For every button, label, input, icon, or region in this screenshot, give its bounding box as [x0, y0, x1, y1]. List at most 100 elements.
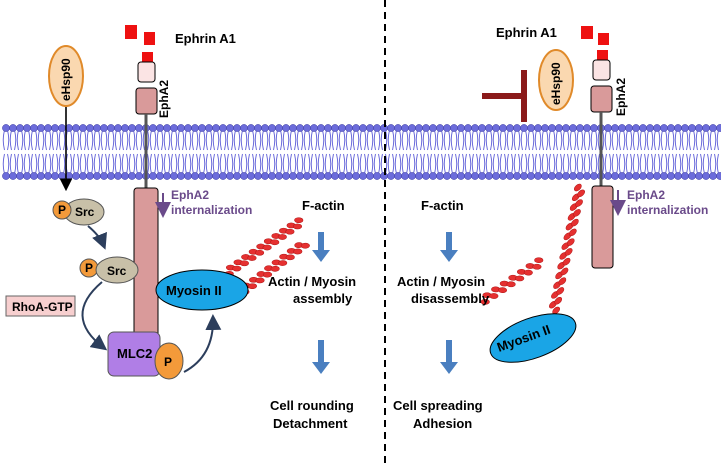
lipid-head — [548, 124, 556, 132]
lipid-tail — [198, 129, 206, 151]
lipid-head — [30, 172, 38, 180]
lipid-head — [121, 172, 129, 180]
lipid-tail — [149, 153, 157, 175]
lipid-head — [492, 172, 500, 180]
actin-monomer — [278, 260, 288, 266]
lipid-tail — [674, 129, 682, 151]
lipid-tail — [485, 129, 493, 151]
lipid-head — [527, 172, 535, 180]
lipid-head — [135, 172, 143, 180]
rhoa-gtp-label: RhoA-GTP — [12, 300, 73, 314]
lipid-tail — [184, 153, 192, 175]
actin-monomer — [232, 265, 242, 272]
lipid-head — [86, 124, 94, 132]
lipid-tail — [394, 153, 402, 175]
lipid-head — [184, 172, 192, 180]
lipid-head — [429, 124, 437, 132]
lipid-tail — [632, 129, 640, 151]
lipid-head — [261, 172, 269, 180]
lipid-tail — [170, 129, 178, 151]
lipid-tail — [345, 153, 353, 175]
lipid-tail — [681, 129, 689, 151]
lipid-head — [716, 172, 721, 180]
lipid-tail — [590, 153, 598, 175]
lipid-head — [198, 124, 206, 132]
lipid-tail — [65, 129, 73, 151]
lipid-tail — [492, 129, 500, 151]
lipid-head — [51, 172, 59, 180]
lipid-head — [632, 124, 640, 132]
lipid-tail — [415, 129, 423, 151]
lipid-tail — [51, 129, 59, 151]
lipid-head — [394, 124, 402, 132]
actin-monomer — [300, 242, 310, 249]
lipid-tail — [296, 153, 304, 175]
lipid-tail — [625, 153, 633, 175]
lipid-head — [660, 172, 668, 180]
lipid-tail — [394, 129, 402, 151]
lipid-head — [226, 172, 234, 180]
lipid-tail — [79, 153, 87, 175]
epha2-intracellular-domain — [591, 185, 614, 269]
lipid-tail — [681, 153, 689, 175]
lipid-head — [576, 124, 584, 132]
lipid-tail — [254, 129, 262, 151]
lipid-head — [464, 124, 472, 132]
lipid-head — [513, 172, 521, 180]
lipid-head — [401, 172, 409, 180]
flow-arrow-down — [440, 232, 458, 262]
lipid-tail — [611, 153, 619, 175]
lipid-tail — [527, 153, 535, 175]
lipid-tail — [149, 129, 157, 151]
lipid-tail — [205, 153, 213, 175]
lipid-head — [534, 172, 542, 180]
actin-monomer — [247, 283, 257, 290]
lipid-head — [590, 124, 598, 132]
lipid-head — [282, 124, 290, 132]
lipid-tail — [443, 153, 451, 175]
left-panel: Ephrin A1 EphA2 eHsp90 P Src P Src RhoA-… — [5, 25, 356, 431]
lipid-head — [296, 124, 304, 132]
actin-monomer — [293, 248, 303, 255]
lipid-tail — [660, 129, 668, 151]
lipid-tail — [499, 153, 507, 175]
lipid-tail — [667, 129, 675, 151]
lipid-tail — [121, 153, 129, 175]
lipid-tail — [310, 129, 318, 151]
flow-arrow-down — [312, 340, 330, 374]
lipid-head — [450, 124, 458, 132]
lipid-head — [366, 124, 374, 132]
lipid-head — [303, 124, 311, 132]
lipid-head — [296, 172, 304, 180]
actin-monomer — [568, 228, 577, 237]
lipid-head — [688, 172, 696, 180]
lipid-tail — [366, 153, 374, 175]
lipid-head — [226, 124, 234, 132]
lipid-head — [709, 172, 717, 180]
lipid-head — [548, 172, 556, 180]
lipid-head — [345, 124, 353, 132]
actin-monomer — [534, 257, 544, 264]
lipid-head — [233, 124, 241, 132]
lipid-tail — [429, 129, 437, 151]
lipid-tail — [464, 153, 472, 175]
actin-monomer — [515, 275, 525, 282]
lipid-tail — [513, 129, 521, 151]
lipid-tail — [520, 129, 528, 151]
f-actin-filaments — [224, 217, 310, 301]
actin-monomer — [247, 255, 257, 261]
lipid-tail — [268, 153, 276, 175]
lipid-tail — [226, 129, 234, 151]
lipid-tail — [282, 153, 290, 175]
lipid-head — [219, 124, 227, 132]
lipid-head — [639, 172, 647, 180]
lipid-tail — [142, 129, 150, 151]
lipid-tail — [618, 153, 626, 175]
lipid-head — [422, 124, 430, 132]
lipid-tail — [163, 129, 171, 151]
mlc2-to-myosin-arrow — [183, 314, 222, 373]
lipid-tail — [2, 129, 10, 151]
lipid-tail — [541, 129, 549, 151]
lipid-tail — [107, 129, 115, 151]
ephrin-a1-label: Ephrin A1 — [175, 31, 236, 46]
